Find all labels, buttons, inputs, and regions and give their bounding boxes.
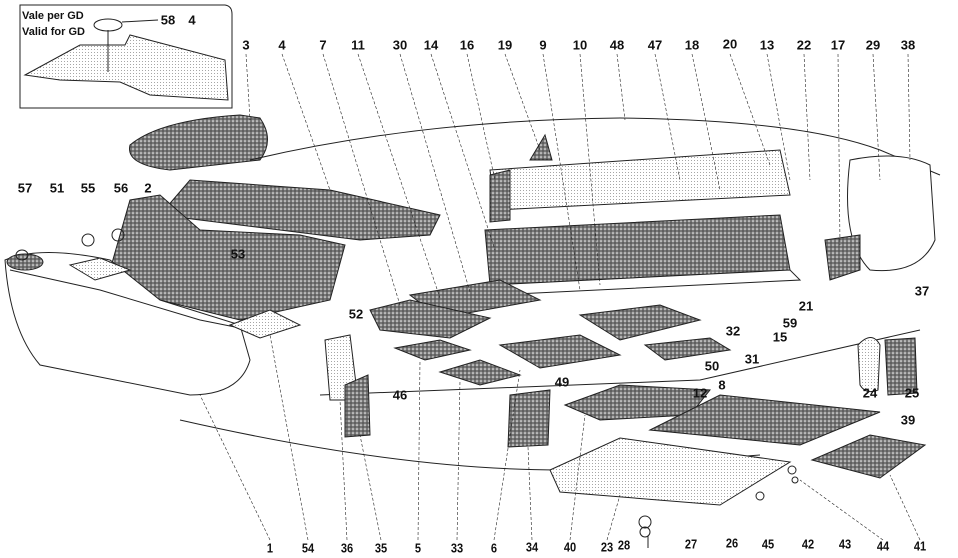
- callout: 6: [490, 540, 498, 556]
- callout: 39: [900, 412, 916, 428]
- callout: 23: [600, 539, 614, 555]
- panel-34: [507, 389, 551, 448]
- callout: 42: [801, 536, 815, 552]
- panel-35: [344, 374, 371, 438]
- inset-mat: [23, 34, 229, 101]
- callout: 12: [692, 385, 708, 401]
- callout: 35: [374, 540, 388, 556]
- panel-25: [884, 337, 918, 396]
- callout: 43: [838, 536, 852, 552]
- panel-19: [529, 133, 553, 161]
- callout: 47: [647, 37, 663, 53]
- inset-note-it: Vale per GD: [22, 10, 84, 22]
- callout: 24: [862, 385, 878, 401]
- callout: 19: [497, 37, 513, 53]
- callout: 8: [718, 377, 726, 393]
- callout: 50: [704, 358, 720, 374]
- callout: 28: [617, 537, 631, 553]
- callout: 31: [744, 351, 760, 367]
- callout: 30: [392, 37, 408, 53]
- callout: 33: [450, 540, 464, 556]
- panel-24: [857, 337, 881, 393]
- callout: 5: [414, 540, 422, 556]
- panel-54: [228, 309, 302, 339]
- callout: 48: [609, 37, 625, 53]
- callout: 7: [319, 37, 327, 53]
- callout: 26: [725, 535, 739, 551]
- callout: 57: [17, 180, 33, 196]
- mat-6: [498, 334, 622, 369]
- callout: 11: [351, 37, 365, 53]
- mat-4: [159, 179, 441, 241]
- side-panel-38: [847, 155, 936, 272]
- mat-7: [369, 299, 492, 339]
- callout: 49: [554, 374, 570, 390]
- callout: 53: [230, 246, 246, 262]
- mat-41: [810, 434, 927, 479]
- callout: 22: [796, 37, 812, 53]
- callout: 54: [301, 540, 315, 556]
- callout: 55: [80, 180, 96, 196]
- callout: 44: [876, 538, 890, 554]
- front-shell-1: [4, 252, 251, 396]
- grommet-58: [93, 18, 123, 32]
- callout: 9: [539, 37, 547, 53]
- callout-58: 58: [160, 12, 176, 28]
- car-outline: [249, 117, 941, 176]
- mat-5: [393, 339, 472, 361]
- callout: 16: [459, 37, 475, 53]
- callout: 10: [572, 37, 588, 53]
- callout: 45: [761, 536, 775, 552]
- callout: 13: [759, 37, 775, 53]
- callout: 25: [904, 385, 920, 401]
- callout: 18: [684, 37, 700, 53]
- callout: 17: [830, 37, 846, 53]
- callout: 37: [914, 283, 930, 299]
- callout: 29: [865, 37, 881, 53]
- mat-12: [643, 337, 732, 361]
- inset-frame: [19, 4, 233, 109]
- callout: 38: [900, 37, 916, 53]
- callout: 27: [684, 536, 698, 552]
- callout: 14: [423, 37, 439, 53]
- front-carpet-2: [109, 194, 346, 321]
- callout: 41: [913, 538, 927, 554]
- mat-40: [563, 384, 711, 421]
- tray-39: [648, 394, 881, 446]
- callout: 56: [113, 180, 129, 196]
- callout-4-inset: 4: [188, 12, 196, 28]
- callout: 21: [798, 298, 814, 314]
- callout: 2: [144, 180, 152, 196]
- mat-10: [578, 304, 702, 341]
- callout: 20: [722, 36, 738, 52]
- mat-3: [129, 114, 268, 171]
- callout: 52: [348, 306, 364, 322]
- callout: 15: [772, 329, 788, 345]
- callout: 1: [266, 540, 274, 556]
- callout: 34: [525, 539, 539, 555]
- callout: 36: [340, 540, 354, 556]
- tray-23: [549, 437, 792, 506]
- mat-33: [438, 359, 522, 386]
- callout: 51: [49, 180, 65, 196]
- callout: 4: [278, 37, 286, 53]
- callout: 59: [782, 315, 798, 331]
- inset-note-en: Valid for GD: [22, 26, 85, 38]
- callout: 32: [725, 323, 741, 339]
- callout: 3: [242, 37, 250, 53]
- callout: 40: [563, 539, 577, 555]
- callout: 46: [392, 387, 408, 403]
- part-51: [68, 257, 132, 281]
